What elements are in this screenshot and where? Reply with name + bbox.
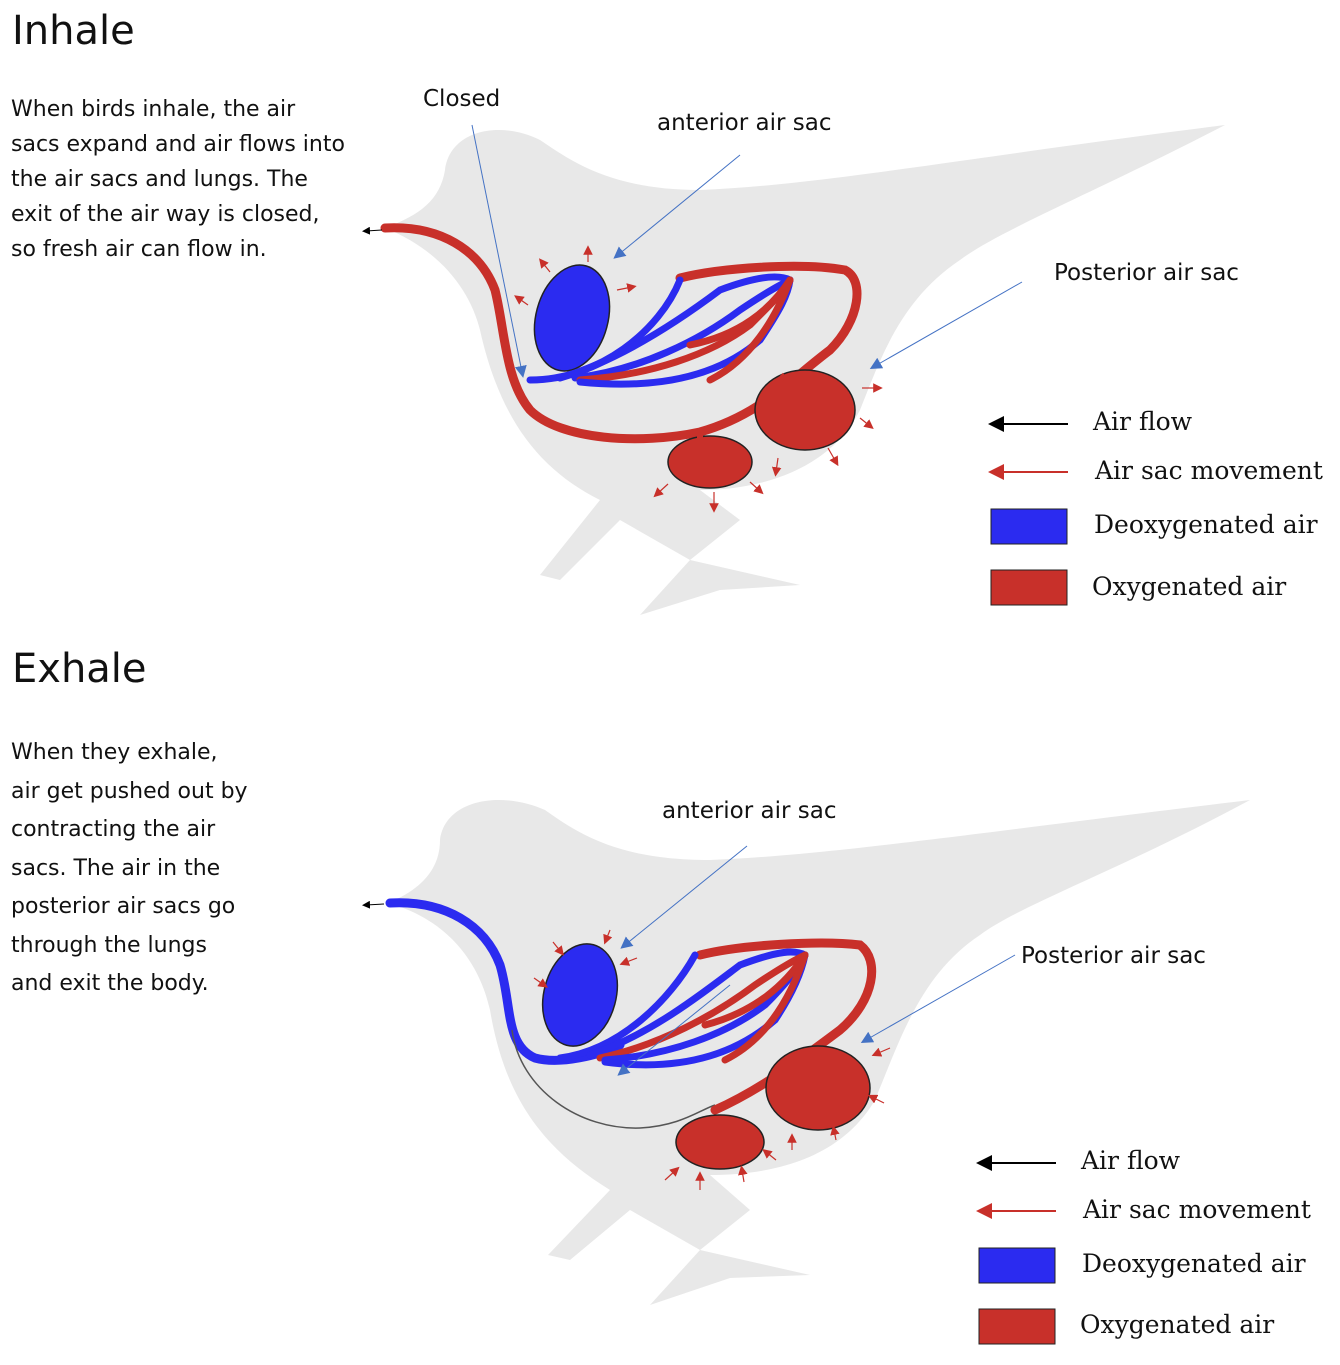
legend-air-sac-movement: Air sac movement <box>1095 456 1323 485</box>
exhale-description: When they exhale, air get pushed out by … <box>11 734 351 1004</box>
legend-air-flow: Air flow <box>1093 407 1193 436</box>
description-line: contracting the air <box>11 817 216 842</box>
airflow-arrow-out <box>362 900 385 909</box>
exhale-legend-marks <box>976 1155 1056 1345</box>
lung-callout-line <box>617 984 731 1076</box>
airflow-arrow-in <box>362 226 383 235</box>
posterior-callout-line <box>860 954 1016 1043</box>
posterior-air-sac-label: Posterior air sac <box>1054 260 1239 286</box>
posterior-air-sac-lower <box>675 1114 765 1170</box>
anterior-callout-line <box>613 154 741 259</box>
legend-deoxygenated-swatch <box>990 508 1068 545</box>
description-line: sacs. The air in the <box>11 855 221 881</box>
closed-label: Closed <box>423 86 501 112</box>
posterior-air-sac-upper <box>754 369 856 451</box>
description-line: sacs expand and air flows into <box>11 132 345 157</box>
exhale-bird-diagram <box>362 800 1250 1345</box>
inhale-heading: Inhale <box>12 8 135 54</box>
legend-oxygenated-swatch <box>978 1308 1056 1345</box>
exhale-heading: Exhale <box>12 646 147 692</box>
posterior-air-sac-lower <box>667 435 753 489</box>
inhale-bird-diagram <box>362 124 1225 615</box>
description-line: through the lungs <box>11 932 207 958</box>
description-line: When they exhale, <box>11 740 218 765</box>
closed-callout-line <box>471 124 527 378</box>
air-sac-movement-arrows <box>514 245 883 513</box>
anterior-air-sac <box>533 264 611 372</box>
description-line: When birds inhale, the air <box>11 97 296 122</box>
description-line: so fresh air can flow in. <box>11 237 267 262</box>
description-line: the air sacs and lungs. The <box>11 167 308 192</box>
legend-oxygenated-swatch <box>990 569 1068 606</box>
closed-passage <box>511 1029 716 1129</box>
anterior-air-sac-label: anterior air sac <box>657 110 832 136</box>
legend-air-flow: Air flow <box>1081 1146 1181 1175</box>
posterior-air-sac-upper <box>765 1045 871 1131</box>
description-line: posterior air sacs go <box>11 894 236 919</box>
description-line: air get pushed out by <box>11 778 248 804</box>
legend-deoxygenated: Deoxygenated air <box>1094 510 1318 539</box>
legend-oxygenated: Oxygenated air <box>1092 572 1287 601</box>
legend-deoxygenated-swatch <box>978 1247 1056 1284</box>
legend-air-sac-movement: Air sac movement <box>1083 1195 1311 1224</box>
legend-oxygenated: Oxygenated air <box>1080 1310 1275 1339</box>
description-line: and exit the body. <box>11 971 209 996</box>
posterior-air-sac-label: Posterior air sac <box>1021 943 1206 969</box>
lungs <box>526 273 794 388</box>
legend-deoxygenated: Deoxygenated air <box>1082 1249 1306 1278</box>
inhale-description: When birds inhale, the air sacs expand a… <box>11 92 351 267</box>
posterior-callout-line <box>869 281 1023 369</box>
anterior-callout-line <box>620 845 748 949</box>
inhale-legend-marks <box>988 416 1068 606</box>
description-line: exit of the air way is closed, <box>11 202 320 227</box>
anterior-air-sac-label: anterior air sac <box>662 798 837 824</box>
lungs <box>556 948 809 1069</box>
air-sac-movement-arrows <box>533 929 891 1190</box>
